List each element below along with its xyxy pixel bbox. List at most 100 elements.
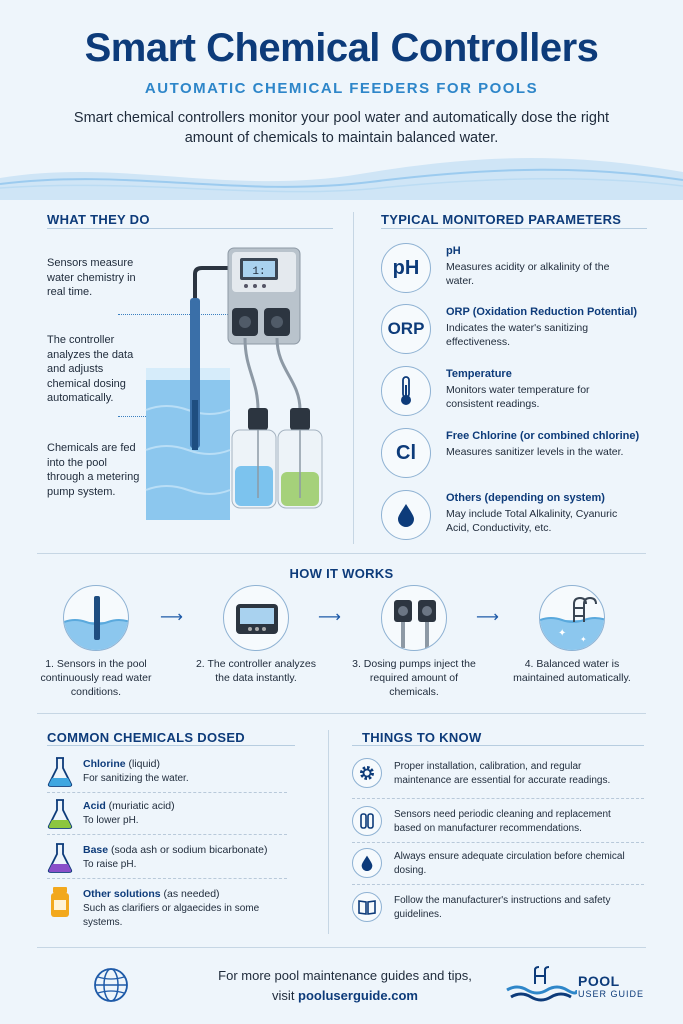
know-item: Always ensure adequate circulation befor… (352, 848, 652, 892)
orp-symbol: ORP (387, 319, 425, 338)
param-desc: Measures acidity or alkalinity of the wa… (446, 261, 610, 287)
manual-book-icon (352, 892, 382, 922)
footer-link-line: visit pooluserguide.com (160, 986, 530, 1006)
flask-icon (47, 757, 73, 787)
footer-divider (37, 947, 646, 948)
section-rule (381, 228, 647, 229)
ph-symbol: pH (392, 256, 420, 279)
things-to-know-title: THINGS TO KNOW (362, 730, 482, 745)
param-desc: Measures sanitizer levels in the water. (446, 446, 624, 458)
wtd-text-chemicals: Chemicals are fed into the pool through … (47, 442, 140, 498)
controller-illustration: 1: (145, 247, 323, 520)
parameters-title: TYPICAL MONITORED PARAMETERS (381, 212, 622, 227)
param-title: Temperature (446, 368, 512, 380)
arrow-right-icon: ⟶ (476, 609, 499, 626)
know-text: Always ensure adequate circulation befor… (394, 851, 625, 876)
svg-text:✦: ✦ (580, 635, 587, 644)
footer-text: For more pool maintenance guides and tip… (160, 966, 530, 1006)
chem-other: Other solutions (as needed) Such as clar… (47, 886, 287, 930)
intro-text: Smart chemical controllers monitor your … (73, 110, 610, 146)
chemicals-title: COMMON CHEMICALS DOSED (47, 730, 245, 745)
globe-icon (94, 968, 128, 1002)
chem-chlorine: Chlorine (liquid) For sanitizing the wat… (47, 756, 287, 800)
step-text: 2. The controller analyzes the data inst… (195, 658, 317, 684)
chem-desc: To raise pH. (83, 859, 137, 870)
cl-icon: Cl (381, 428, 431, 478)
dashed-divider (352, 842, 644, 843)
chem-title: Chlorine (liquid) (83, 758, 161, 770)
column-divider (353, 212, 354, 544)
header: Smart Chemical Controllers AUTOMATIC CHE… (0, 0, 683, 200)
chem-desc: To lower pH. (83, 815, 139, 826)
chem-acid: Acid (muriatic acid) To lower pH. (47, 798, 287, 842)
controller-display: 1: (252, 266, 265, 278)
chem-base: Base (soda ash or sodium bicarbonate) To… (47, 842, 287, 886)
step-text: 4. Balanced water is maintained automati… (513, 658, 631, 684)
footer-prefix: visit (272, 988, 299, 1003)
param-others: Others (depending on system) May include… (381, 490, 661, 546)
know-text: Sensors need periodic cleaning and repla… (394, 809, 611, 834)
gear-icon (352, 758, 382, 788)
param-desc: May include Total Alkalinity, Cyanuric A… (446, 508, 618, 534)
param-ph: pH pH Measures acidity or alkalinity of … (381, 243, 661, 299)
param-title: Free Chlorine (or combined chlorine) (446, 430, 640, 442)
ph-icon: pH (381, 243, 431, 293)
flask-icon (47, 799, 73, 829)
chem-desc: Such as clarifiers or algaecides in some… (83, 903, 260, 928)
sensor-probes-icon (352, 806, 382, 836)
param-title: pH (446, 245, 461, 257)
leader-line (118, 314, 228, 315)
page-subtitle: AUTOMATIC CHEMICAL FEEDERS FOR POOLS (144, 80, 539, 97)
water-drop-icon (352, 848, 382, 878)
step-balanced-icon: ✦✦ (539, 585, 605, 651)
arrow-right-icon: ⟶ (160, 609, 183, 626)
water-drop-icon (381, 490, 431, 540)
orp-icon: ORP (381, 304, 431, 354)
section-rule (47, 745, 295, 746)
section-divider (37, 553, 646, 554)
know-item: Sensors need periodic cleaning and repla… (352, 806, 652, 850)
chem-title: Other solutions (as needed) (83, 888, 220, 900)
step-pumps-icon (381, 585, 447, 651)
chem-title: Acid (muriatic acid) (83, 800, 175, 812)
dashed-divider (47, 792, 287, 793)
know-text: Proper installation, calibration, and re… (394, 761, 611, 786)
svg-text:✦: ✦ (558, 628, 566, 639)
wtd-text-sensors: Sensors measure water chemistry in real … (47, 257, 136, 298)
section-rule (352, 745, 644, 746)
header-wave (0, 158, 683, 200)
param-temperature: Temperature Monitors water temperature f… (381, 366, 661, 422)
param-desc: Monitors water temperature for consisten… (446, 384, 590, 410)
section-divider (37, 713, 646, 714)
param-desc: Indicates the water's sanitizing effecti… (446, 322, 589, 348)
column-divider (328, 730, 329, 934)
step-sensor-icon (63, 585, 129, 651)
know-item: Follow the manufacturer's instructions a… (352, 892, 652, 936)
dashed-divider (47, 878, 287, 879)
how-it-works-title: HOW IT WORKS (289, 566, 394, 581)
pool-logo-icon (506, 966, 577, 1002)
website-link[interactable]: pooluserguide.com (298, 988, 418, 1003)
cl-symbol: Cl (396, 441, 416, 464)
know-text: Follow the manufacturer's instructions a… (394, 895, 611, 920)
brand-tagline: USER GUIDE (578, 989, 645, 999)
step-controller-icon (223, 585, 289, 651)
what-they-do-title: WHAT THEY DO (47, 212, 150, 227)
wtd-text-controller: The controller analyzes the data and adj… (47, 334, 134, 404)
arrow-right-icon: ⟶ (318, 609, 341, 626)
thermometer-icon (381, 366, 431, 416)
param-chlorine: Cl Free Chlorine (or combined chlorine) … (381, 428, 661, 484)
param-title: ORP (Oxidation Reduction Potential) (446, 306, 638, 318)
param-title: Others (depending on system) (446, 492, 605, 504)
chem-title: Base (soda ash or sodium bicarbonate) (83, 844, 268, 856)
dashed-divider (352, 884, 644, 885)
chem-desc: For sanitizing the water. (83, 773, 189, 784)
step-text: 3. Dosing pumps inject the required amou… (352, 658, 476, 698)
param-orp: ORP ORP (Oxidation Reduction Potential) … (381, 304, 661, 360)
section-rule (47, 228, 333, 229)
step-text: 1. Sensors in the pool continuously read… (40, 658, 152, 698)
flask-icon (47, 843, 73, 873)
bottle-icon (51, 887, 69, 917)
page-title: Smart Chemical Controllers (84, 26, 599, 70)
dashed-divider (47, 834, 287, 835)
